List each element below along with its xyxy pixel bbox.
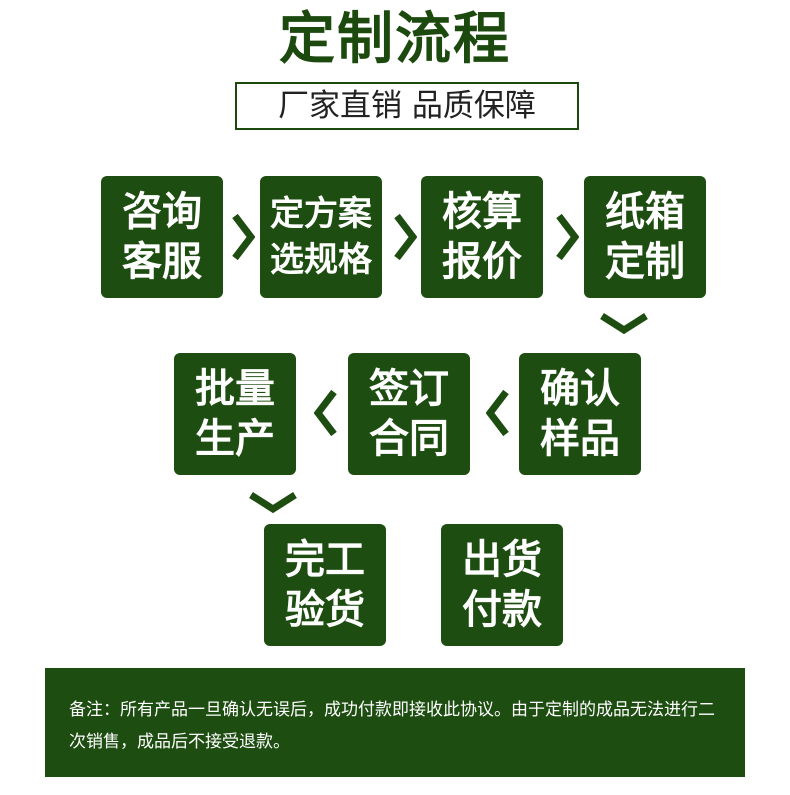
step-label: 出货 付款 — [462, 537, 542, 633]
chevron-right-icon — [555, 212, 579, 262]
step-label: 确认 样品 — [540, 366, 620, 462]
page-title: 定制流程 — [279, 7, 511, 72]
step-plan-spec: 定方案 选规格 — [260, 176, 382, 298]
step-carton-custom: 纸箱 定制 — [584, 176, 706, 298]
step-sign-contract: 签订 合同 — [348, 353, 470, 475]
step-label: 纸箱 定制 — [605, 189, 685, 285]
step-consult-service: 咨询 客服 — [101, 176, 223, 298]
chevron-left-icon — [486, 388, 510, 438]
chevron-down-icon — [598, 312, 650, 334]
step-quote: 核算 报价 — [421, 176, 543, 298]
step-label: 完工 验货 — [285, 537, 365, 633]
step-label: 批量 生产 — [195, 366, 275, 462]
chevron-right-icon — [393, 212, 417, 262]
step-ship-pay: 出货 付款 — [441, 524, 563, 646]
subtitle: 厂家直销 品质保障 — [278, 88, 536, 124]
subtitle-box: 厂家直销 品质保障 — [235, 82, 579, 130]
chevron-right-icon — [231, 212, 255, 262]
chevron-down-icon — [247, 491, 299, 513]
step-inspection: 完工 验货 — [264, 524, 386, 646]
step-label: 定方案 选规格 — [270, 194, 372, 280]
step-confirm-sample: 确认 样品 — [519, 353, 641, 475]
note-text: 备注：所有产品一旦确认无误后，成功付款即接收此协议。由于定制的成品无法进行二次销… — [69, 700, 715, 752]
step-label: 核算 报价 — [442, 189, 522, 285]
step-mass-production: 批量 生产 — [174, 353, 296, 475]
step-label: 签订 合同 — [369, 366, 449, 462]
note-box: 备注：所有产品一旦确认无误后，成功付款即接收此协议。由于定制的成品无法进行二次销… — [45, 668, 745, 777]
step-label: 咨询 客服 — [122, 189, 202, 285]
chevron-left-icon — [314, 388, 338, 438]
